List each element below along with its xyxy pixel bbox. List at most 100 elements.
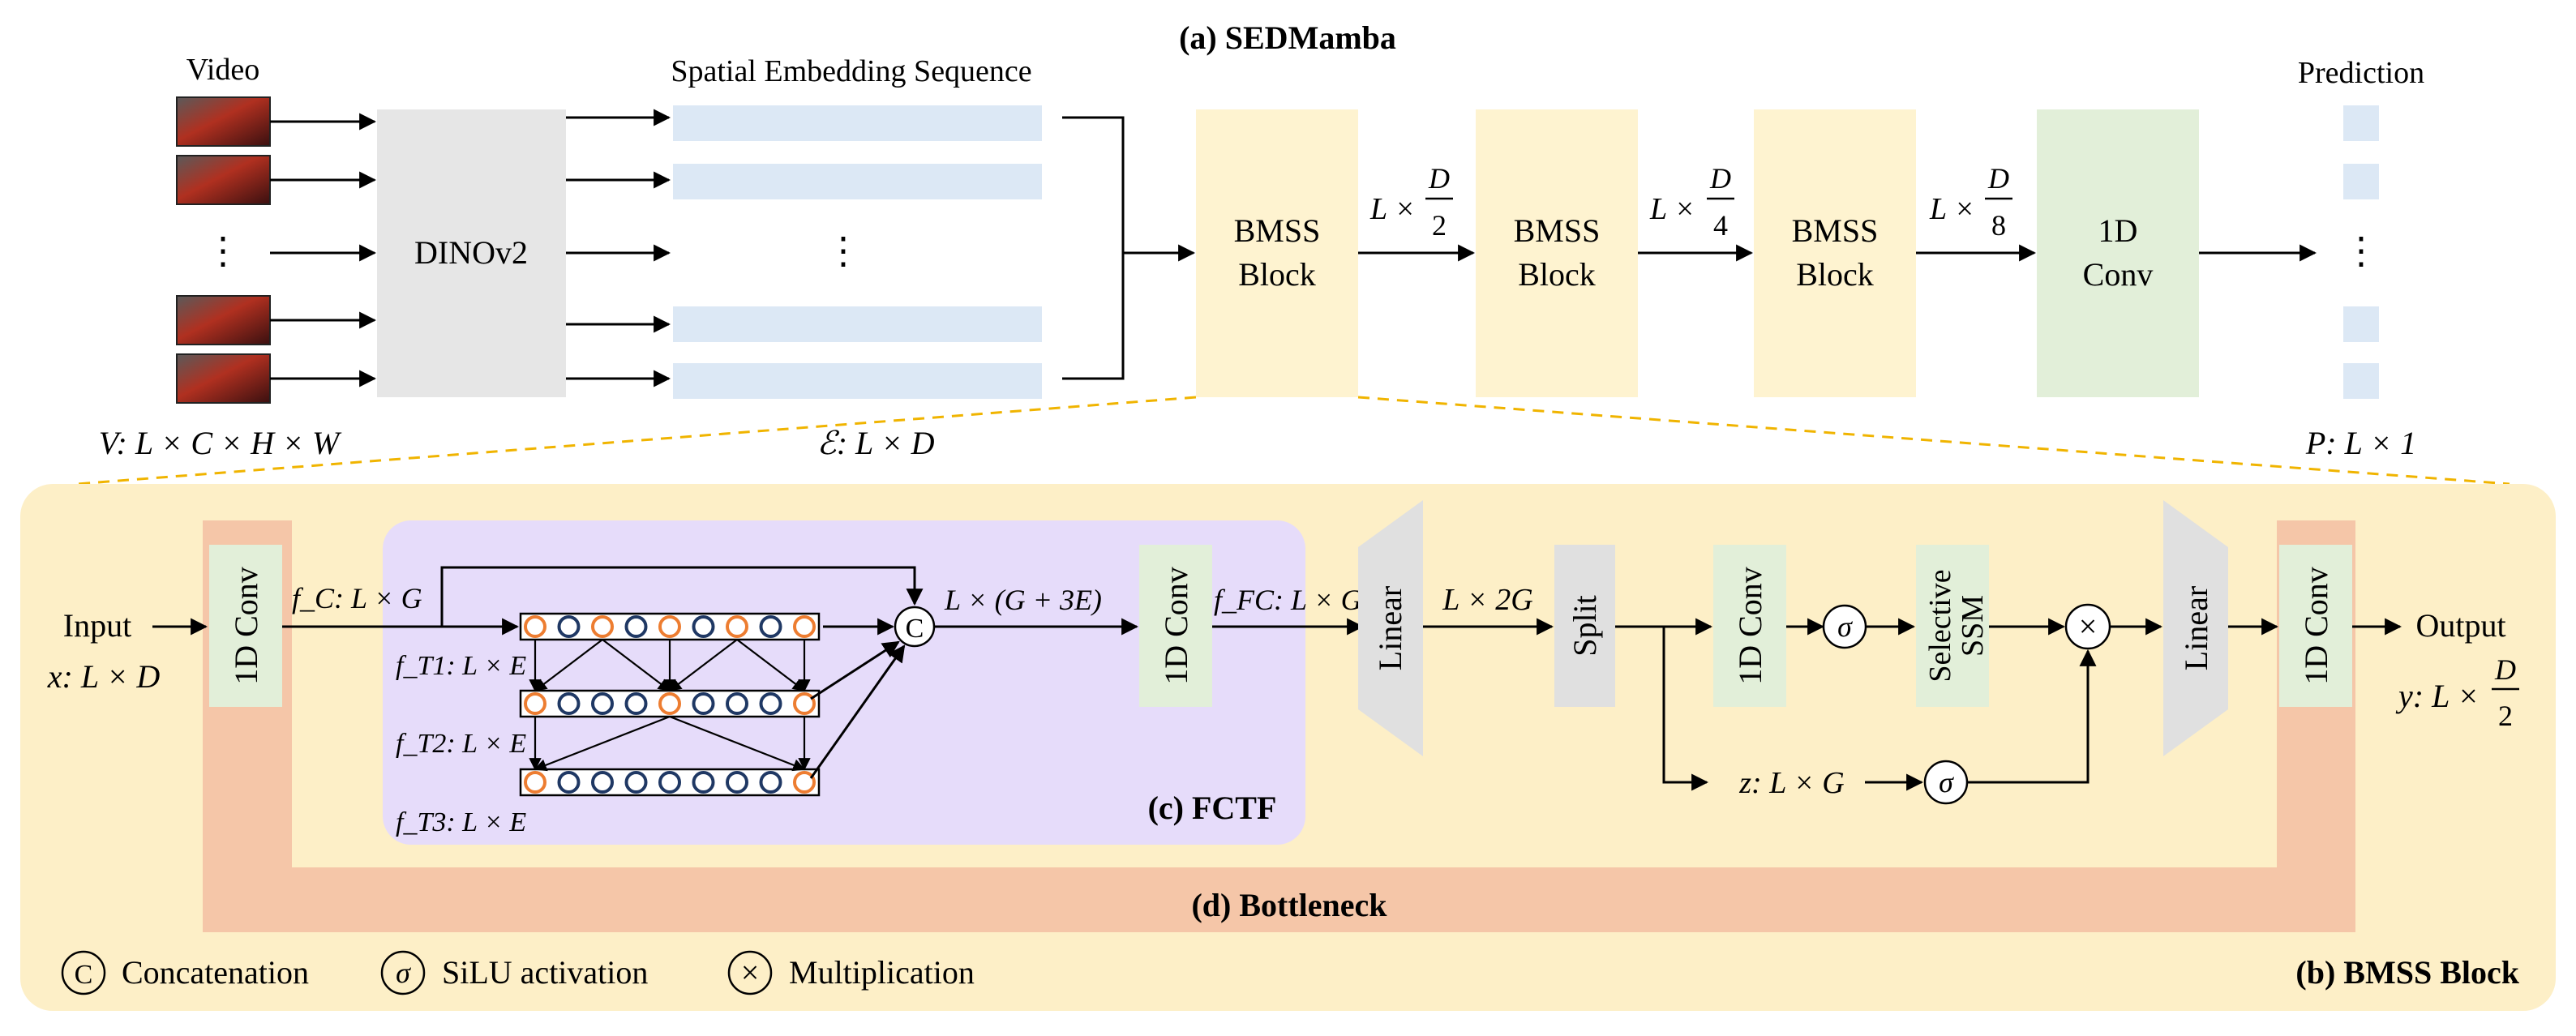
input-dims: x: L × D <box>47 658 161 695</box>
active-node <box>591 615 614 638</box>
video-frames: ⋮ <box>176 96 271 404</box>
inactive-node <box>692 771 715 794</box>
bmss-block-2: BMSS Block <box>1476 109 1638 397</box>
fc-connections <box>282 566 924 636</box>
conv-label: 1D Conv <box>1732 567 1768 685</box>
conv-label: Conv <box>2083 256 2154 293</box>
svg-text:C: C <box>906 614 924 644</box>
split-label: Split <box>1567 595 1603 657</box>
bmss-block-label: BMSS <box>1514 212 1601 249</box>
svg-text:D: D <box>2494 653 2516 686</box>
svg-text:Concatenation: Concatenation <box>122 954 309 991</box>
embedding-bar <box>673 306 1042 342</box>
inactive-node <box>692 615 715 638</box>
embedding-dims: ℰ: L × D <box>817 425 935 461</box>
conv-1d-mid: 1D Conv <box>1713 545 1786 707</box>
svg-text:Multiplication: Multiplication <box>789 954 975 991</box>
legend: C Concatenation σ SiLU activation × Mult… <box>61 950 975 995</box>
legend-item-mult: × Multiplication <box>727 950 975 995</box>
bmss-block-label: Block <box>1238 256 1316 293</box>
conv-label: 1D Conv <box>228 567 264 685</box>
video-to-dino-arrows <box>270 113 377 387</box>
svg-text:σ: σ <box>1939 766 1954 798</box>
conv-label: 1D Conv <box>1158 567 1194 685</box>
fctf-panel <box>383 520 1305 845</box>
dilation-edge <box>602 639 671 691</box>
svg-text:SiLU activation: SiLU activation <box>442 954 648 991</box>
active-node <box>524 771 546 794</box>
svg-text:2: 2 <box>1432 209 1447 242</box>
inactive-node <box>759 771 782 794</box>
active-node <box>793 615 816 638</box>
dim-d8: L × D 8 <box>1929 162 2012 242</box>
video-label: Video <box>186 53 260 87</box>
video-dims: V: L × C × H × W <box>99 425 342 461</box>
silu-node-2: σ <box>1923 760 1969 805</box>
output-dims: y: L × D 2 <box>2395 653 2519 732</box>
active-node <box>524 615 546 638</box>
bmss-block-1: BMSS Block <box>1196 109 1358 397</box>
svg-text:L ×: L × <box>1369 192 1416 226</box>
svg-text:L ×: L × <box>1649 192 1695 226</box>
bmss-block-label: BMSS <box>1792 212 1879 249</box>
inactive-node <box>557 692 581 715</box>
bmss-block-label: Block <box>1796 256 1874 293</box>
zoom-lines <box>76 396 2510 486</box>
embedding-sequence: ⋮ <box>673 105 1042 399</box>
inactive-node <box>624 615 648 638</box>
temporal-connections <box>529 639 811 772</box>
output-label: Output <box>2415 607 2505 644</box>
linear-label: Linear <box>2178 586 2214 670</box>
selective-ssm-box: Selective SSM <box>1916 545 1990 707</box>
ft2-label: f_T2: L × E <box>396 729 526 759</box>
prediction-sequence: ⋮ <box>2342 105 2380 399</box>
silu2-to-mult-arrow <box>1967 649 2097 784</box>
dino-to-embed-arrows <box>566 109 671 387</box>
inactive-node <box>726 771 748 794</box>
dinov2-box <box>377 109 566 397</box>
dinov2-label: DINOv2 <box>414 234 528 271</box>
video-ellipsis: ⋮ <box>204 230 242 272</box>
split-branches <box>1615 618 1713 791</box>
active-node <box>658 615 681 638</box>
embedding-bar <box>673 363 1042 399</box>
temporal-row-2 <box>519 689 821 718</box>
bmss-block-label: BMSS <box>1234 212 1321 249</box>
multiply-node: × <box>2064 603 2111 650</box>
inactive-node <box>591 692 614 715</box>
video-frame <box>176 295 271 345</box>
bmss-block-title: (b) BMSS Block <box>2295 954 2519 991</box>
bmss-block-label: Block <box>1518 256 1596 293</box>
linear-1: Linear <box>1358 500 1423 756</box>
temporal-row-3 <box>519 768 821 797</box>
conv-1d-top: 1D Conv <box>2037 109 2199 397</box>
dilation-edge <box>668 639 738 691</box>
legend-item-silu: σ SiLU activation <box>380 950 648 995</box>
temporal-row-1 <box>519 612 821 641</box>
inactive-node <box>557 771 581 794</box>
ft3-label: f_T3: L × E <box>396 807 526 837</box>
svg-text:×: × <box>2079 608 2098 644</box>
linear-2: Linear <box>2163 500 2228 756</box>
svg-text:2: 2 <box>2498 700 2513 732</box>
dim-2g: L × 2G <box>1442 583 1533 617</box>
active-node <box>793 771 816 794</box>
linear-label: Linear <box>1372 586 1408 670</box>
split-box: Split <box>1554 545 1615 707</box>
inactive-node <box>557 615 581 638</box>
embedding-bar <box>673 164 1042 199</box>
conv-label: 1D <box>2098 212 2138 249</box>
video-frame <box>176 155 271 205</box>
svg-text:D: D <box>1428 162 1450 195</box>
active-node <box>524 692 546 715</box>
bottleneck-title: (d) Bottleneck <box>1191 887 1387 923</box>
concat-node: C <box>894 606 936 648</box>
selective-label: Selective <box>1923 569 1957 682</box>
svg-text:C: C <box>75 960 93 990</box>
dilation-edge <box>534 639 603 691</box>
svg-text:σ: σ <box>396 957 411 989</box>
svg-text:D: D <box>1709 162 1731 195</box>
embedding-ellipsis: ⋮ <box>825 230 862 272</box>
embedding-bar <box>673 105 1042 141</box>
